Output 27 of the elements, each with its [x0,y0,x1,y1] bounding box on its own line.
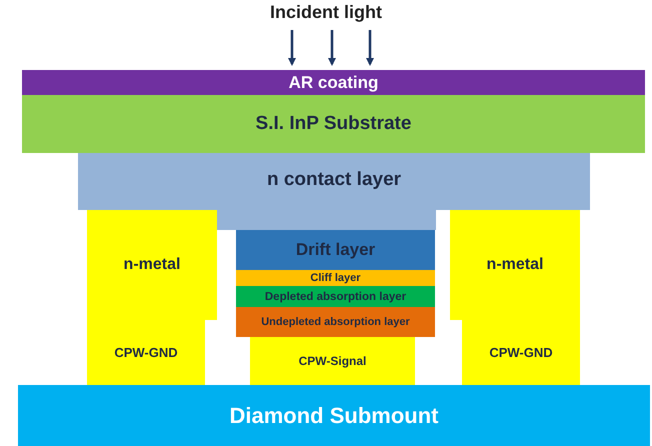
layer-label: Cliff layer [310,272,361,284]
layer-label: CPW-Signal [298,354,366,368]
metal-pad [462,320,580,385]
layer-label: Diamond Submount [230,402,438,428]
layer-label: S.I. InP Substrate [256,113,412,135]
metal-pad [250,337,415,385]
layer-label: Depleted absorption layer [264,290,406,302]
substrate-layer [22,95,645,153]
semiconductor-layer [236,270,435,286]
metal-pad [450,210,580,320]
layer-label: n-metal [486,256,544,274]
layer-label: Undepleted absorption layer [261,316,410,328]
layer-label: CPW-GND [114,345,178,360]
semiconductor-layer [236,307,435,337]
layer-label: Drift layer [296,240,376,260]
contact-layer [78,153,590,230]
layer-label: n contact layer [266,169,402,191]
metal-pad [87,210,217,320]
layer-label: AR coating [288,72,378,92]
coating-layer [22,70,645,95]
semiconductor-layer [236,230,435,270]
metal-pad [87,320,205,385]
layer-label: n-metal [124,256,180,274]
caption-text: Incident light [269,2,383,23]
semiconductor-layer [236,286,435,307]
layer-label: CPW-GND [489,345,553,360]
submount-layer [18,385,650,446]
